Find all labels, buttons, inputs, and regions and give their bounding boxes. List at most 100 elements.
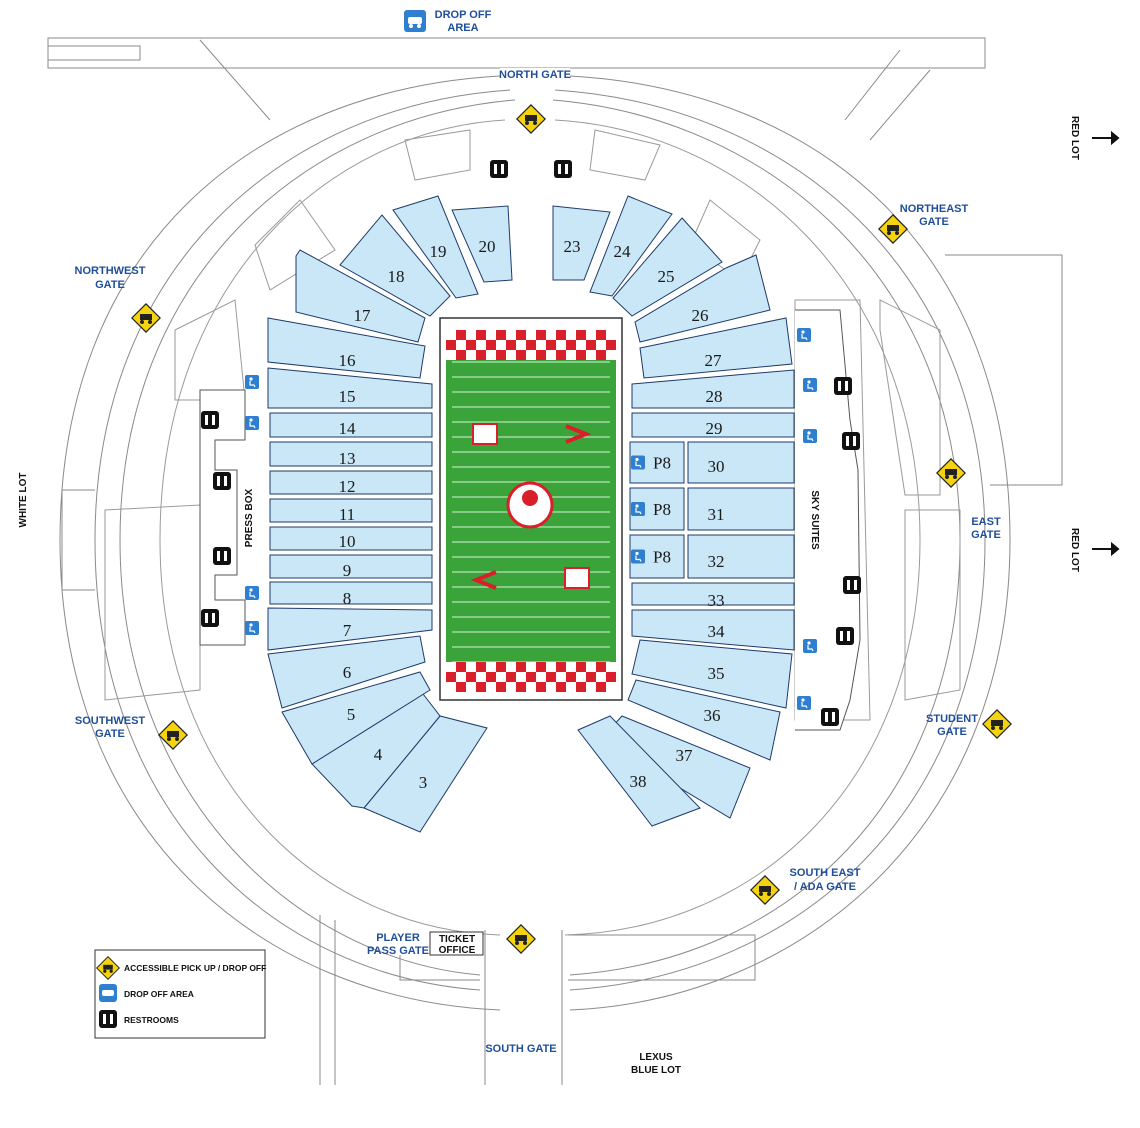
endzone-check (546, 682, 556, 692)
seating-section-5[interactable] (281, 671, 431, 765)
endzone-check (446, 350, 456, 360)
endzone-check (506, 330, 516, 340)
section-label-8: 8 (343, 589, 352, 608)
seating-section-24[interactable] (589, 195, 673, 297)
wheelchair-icon (630, 454, 646, 471)
wheelchair-icon (802, 428, 818, 444)
seating-section-27[interactable] (639, 317, 793, 379)
accessible-cart-icon (750, 875, 780, 905)
seating-section-14[interactable] (269, 412, 433, 438)
ticket-office-label: TICKET (439, 934, 475, 945)
section-label-10: 10 (339, 532, 356, 551)
seating-section-23[interactable] (552, 205, 611, 281)
wheelchair-icon (630, 501, 646, 517)
seating-section-38[interactable] (577, 715, 701, 827)
restroom-icon (490, 160, 508, 178)
endzone-check (596, 672, 606, 682)
sky-suites-label: SKY SUITES (809, 490, 820, 550)
endzone-check (586, 662, 596, 672)
seating-section-6[interactable] (267, 635, 426, 709)
endzone-check (556, 340, 566, 350)
section-label-26: 26 (692, 306, 709, 325)
restroom-icon (213, 472, 231, 490)
section-label-p8: P8 (653, 548, 671, 567)
seating-section-12[interactable] (269, 470, 433, 495)
seating-section-11[interactable] (269, 498, 433, 523)
accessible-cart-icon (506, 924, 536, 954)
endzone-check (546, 350, 556, 360)
endzone-check (486, 662, 496, 672)
seating-section-17[interactable] (295, 249, 426, 343)
endzone-check (546, 662, 556, 672)
endzone-check (586, 350, 596, 360)
sky-suites: SKY SUITES (795, 309, 861, 731)
seating-section-33[interactable] (631, 582, 795, 606)
field-logo-icon (564, 567, 590, 589)
northeast-gate-label: NORTHEAST (900, 203, 969, 215)
seating-section-7[interactable] (267, 607, 433, 651)
seating-section-26[interactable] (634, 254, 771, 343)
endzone-check (546, 330, 556, 340)
seating-section-15[interactable] (267, 367, 433, 409)
north-gate-label: NORTH GATE (499, 69, 571, 81)
seating-section-13[interactable] (269, 441, 433, 467)
endzone-check (466, 350, 476, 360)
northwest-gate-label-2: GATE (95, 279, 125, 291)
field-arrow-icon (565, 424, 592, 444)
section-label-p8: P8 (653, 500, 671, 519)
accessible-cart-icon (516, 104, 546, 134)
wheelchair-icon (796, 327, 812, 343)
endzone-check (556, 672, 566, 682)
ticket-office-label-2: OFFICE (439, 945, 476, 956)
seating-section-29[interactable] (631, 412, 795, 438)
seating-section-20[interactable] (451, 205, 513, 283)
endzone-check (466, 662, 476, 672)
section-label-24: 24 (614, 242, 632, 261)
seating-section-10[interactable] (269, 526, 433, 551)
endzone-check (606, 662, 616, 672)
section-label-23: 23 (564, 237, 581, 256)
endzone-check (446, 330, 456, 340)
seating-section-18[interactable] (339, 214, 451, 317)
player-pass-gate-label-2: PASS GATE (367, 945, 429, 957)
section-label-4: 4 (374, 745, 383, 764)
endzone-check (526, 662, 536, 672)
outer-roads (47, 37, 1063, 1085)
endzone-check (586, 682, 596, 692)
restroom-icon (842, 432, 860, 450)
seating-section-36[interactable] (627, 679, 781, 761)
section-label-36: 36 (704, 706, 721, 725)
seating-section-19[interactable] (392, 195, 479, 299)
endzone-check (526, 682, 536, 692)
endzone-check (466, 682, 476, 692)
endzone-check (586, 330, 596, 340)
restroom-icon (554, 160, 572, 178)
legend-restroom-icon (99, 1010, 117, 1028)
seating-section-34[interactable] (631, 609, 795, 651)
seating-section-32[interactable] (687, 534, 795, 579)
drop-off-label-2: AREA (447, 22, 478, 34)
car-icon (404, 10, 426, 32)
seating-section-9[interactable] (269, 554, 433, 579)
seating-section-8[interactable] (269, 581, 433, 605)
inner-concourse (104, 119, 961, 936)
seating-section-31[interactable] (687, 487, 795, 531)
endzone-check (446, 662, 456, 672)
section-label-3: 3 (419, 773, 428, 792)
section-label-p8: P8 (653, 454, 671, 473)
seating-section-35[interactable] (631, 639, 793, 709)
section-label-34: 34 (708, 622, 726, 641)
seating-section-25[interactable] (612, 217, 723, 317)
south-gate-label: SOUTH GATE (485, 1043, 556, 1055)
seating-section-16[interactable] (267, 317, 426, 379)
endzone-check (466, 330, 476, 340)
section-label-38: 38 (630, 772, 647, 791)
field-logo-icon (472, 423, 498, 445)
east-gate-label: EAST (971, 516, 1001, 528)
endzone-check (606, 350, 616, 360)
drop-off-label: DROP OFF (435, 9, 492, 21)
seating-section-30[interactable] (687, 441, 795, 484)
seating-section-28[interactable] (631, 369, 795, 409)
